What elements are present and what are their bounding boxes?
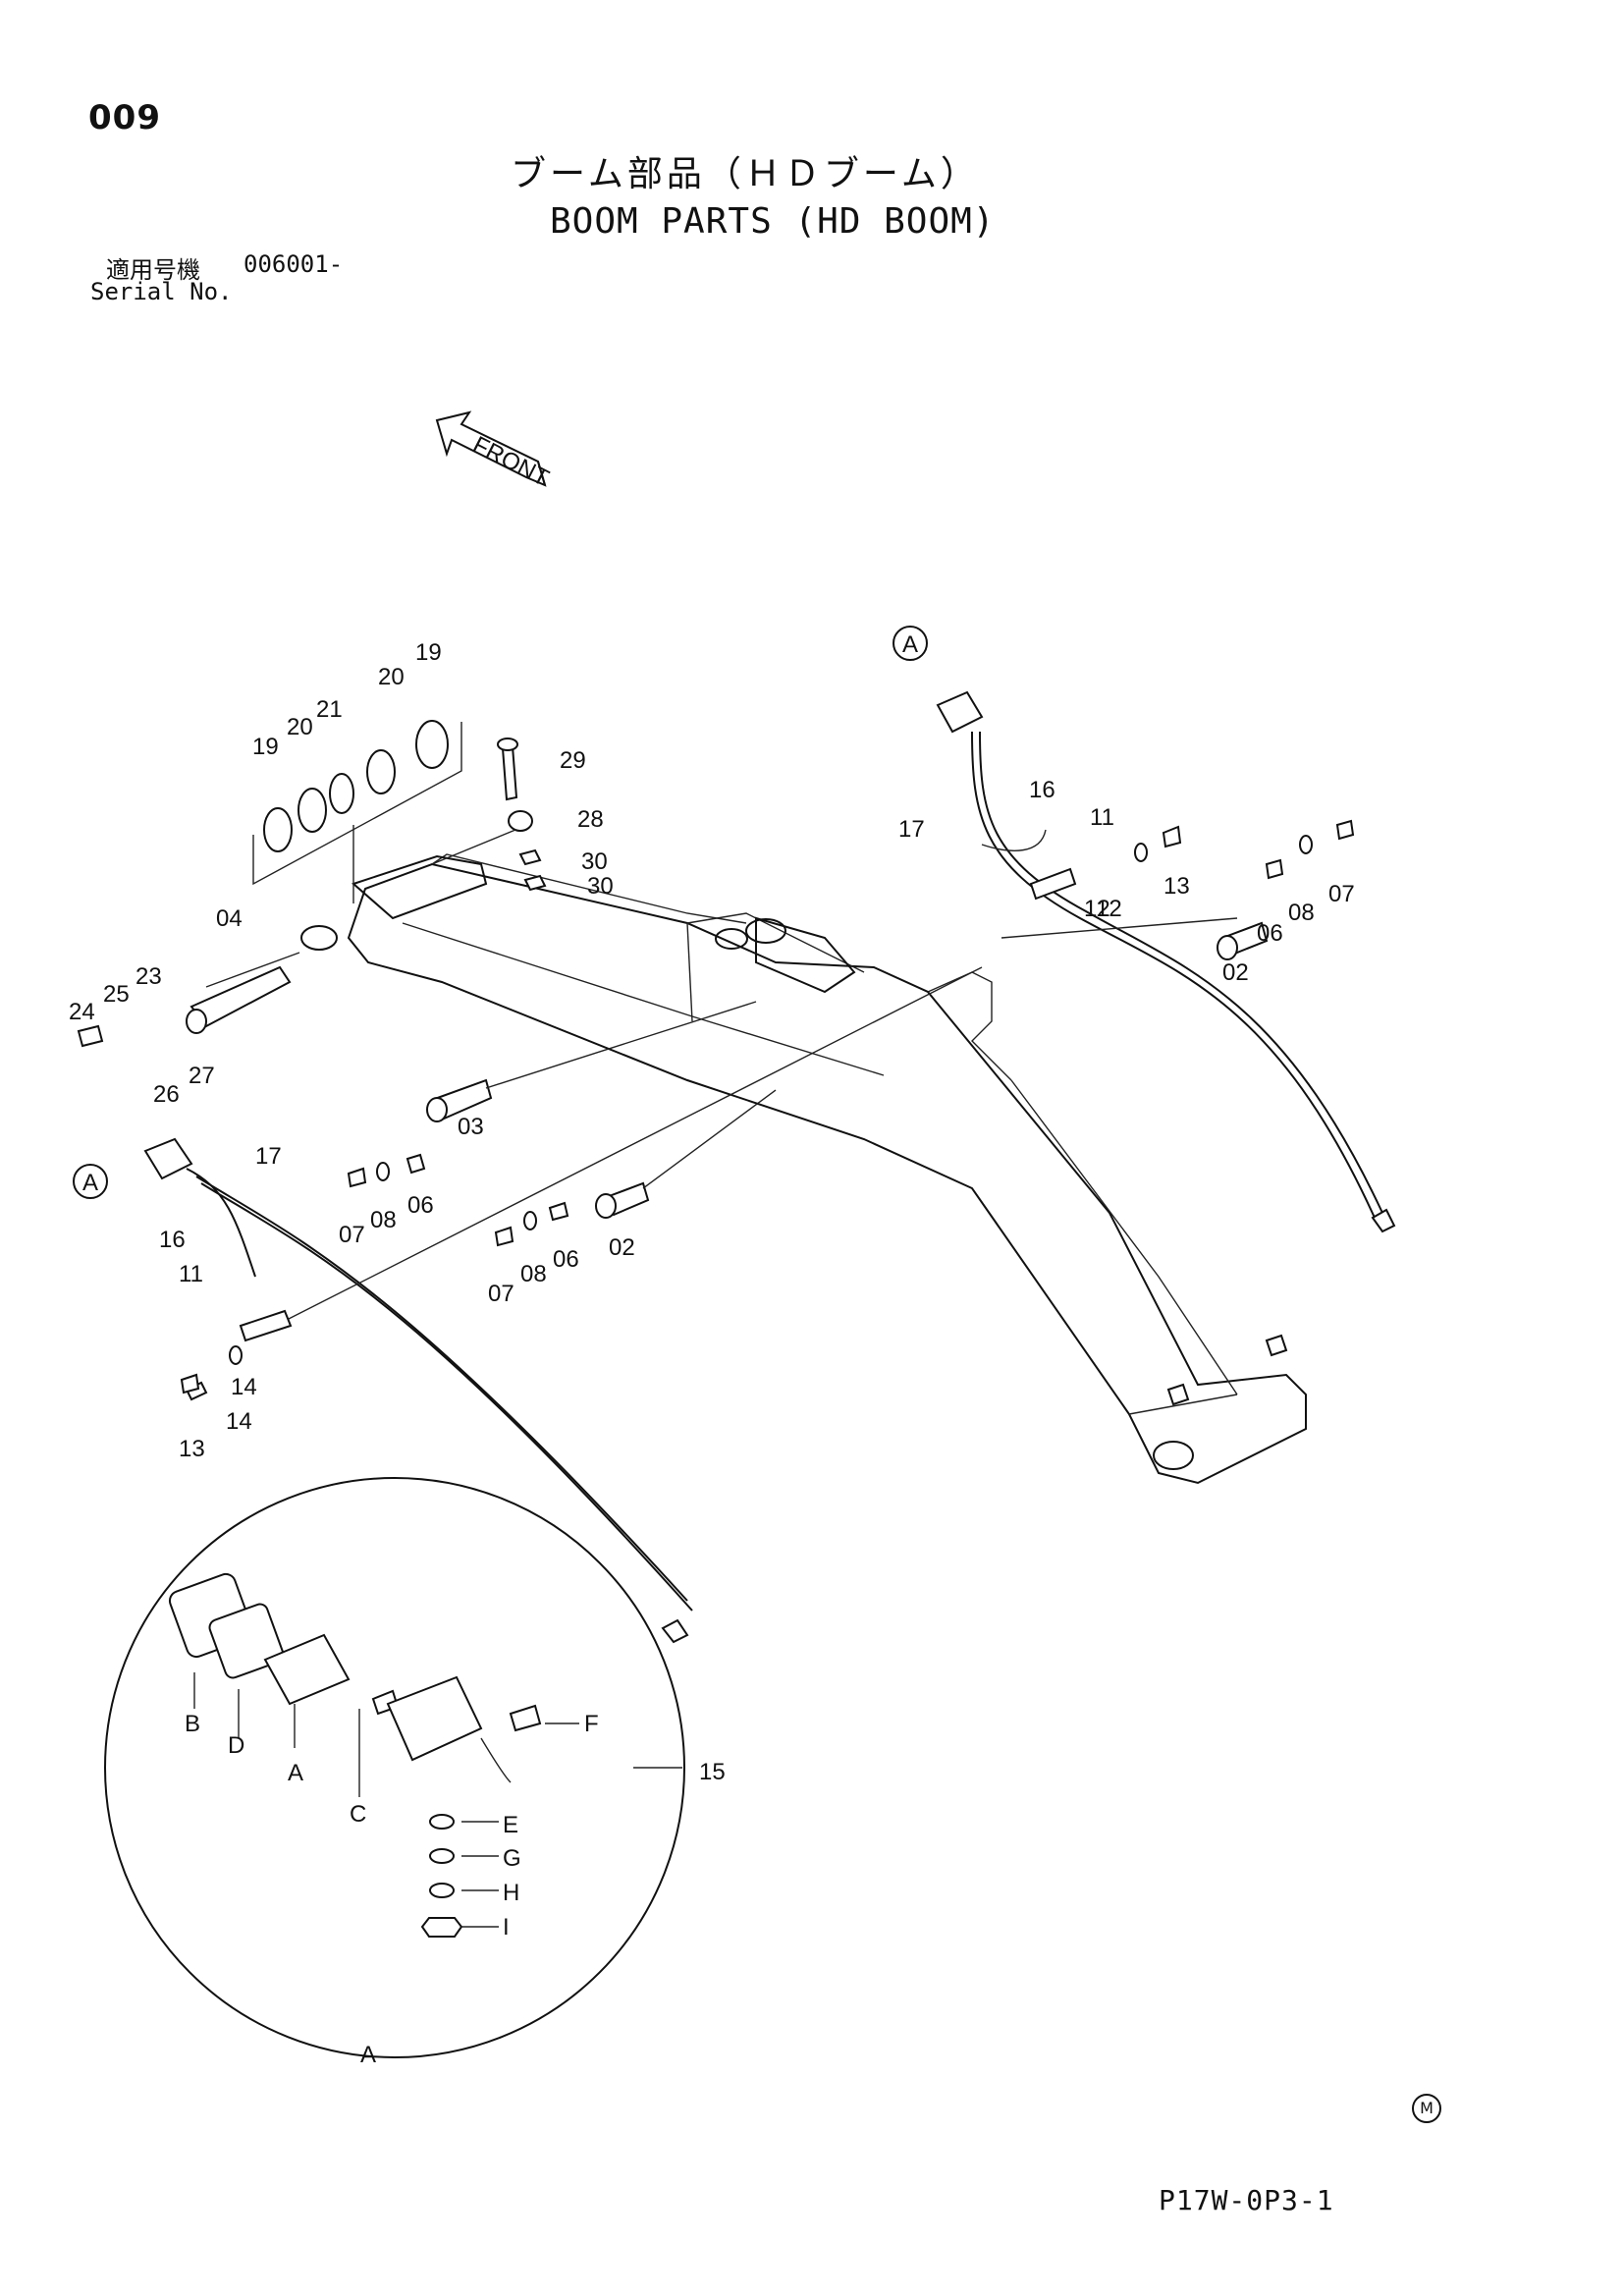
lamp-harness-right	[936, 690, 1396, 1233]
view-marker-labels: A A A	[82, 631, 918, 2068]
callout-label: 26	[153, 1081, 180, 1108]
detail-label-label: C	[350, 1801, 366, 1828]
lamp-harness-left	[143, 966, 983, 1644]
view-marker-circle	[73, 1164, 108, 1199]
callout-label: 20	[378, 664, 405, 690]
document-code: P17W-0P3-1	[1159, 2184, 1334, 2216]
callout-label: 17	[898, 816, 925, 843]
hardware-top	[431, 738, 547, 892]
callout-label: 14	[226, 1408, 252, 1435]
detail-label-label: D	[228, 1732, 244, 1759]
callout-label: 23	[135, 963, 162, 990]
callout-label: 12	[1096, 896, 1122, 922]
front-label: FRONT	[468, 431, 553, 492]
callout-label: 06	[1257, 920, 1283, 947]
callout-label: 13	[179, 1436, 205, 1462]
hardware-clusters	[77, 819, 1355, 1394]
washer-stack	[252, 720, 462, 903]
serial-label-jp: 適用号機	[106, 256, 200, 284]
marker-label: A	[902, 631, 918, 658]
callout-label: 29	[560, 747, 586, 774]
callout-label: 14	[231, 1374, 257, 1400]
callout-label: 03	[458, 1114, 484, 1140]
callout-label: 17	[255, 1143, 282, 1170]
callout-label: 08	[520, 1261, 547, 1287]
callout-label: 19	[415, 639, 442, 666]
callout-label: 02	[609, 1234, 635, 1261]
callout-label: 30	[581, 848, 608, 875]
detail-label-label: F	[584, 1711, 599, 1737]
callout-label: 24	[69, 999, 95, 1025]
page-title-en: BOOM PARTS (HD BOOM)	[550, 201, 996, 242]
callout-label: 27	[189, 1063, 215, 1089]
callout-label: 04	[216, 905, 243, 932]
callout-label: 19	[252, 734, 279, 760]
m-mark: M	[1412, 2094, 1441, 2123]
detail-label-label: G	[503, 1845, 521, 1872]
detail-label-label: H	[503, 1880, 519, 1906]
front-arrow-icon: FRONT	[435, 410, 553, 492]
callout-label: 20	[287, 714, 313, 740]
callout-label: 21	[316, 696, 343, 723]
callout-label: 16	[1029, 777, 1055, 803]
callout-label: 25	[103, 981, 130, 1008]
serial-value: 006001-	[243, 250, 344, 278]
serial-label-en: Serial No.	[90, 278, 233, 305]
detail-view-a	[104, 1477, 685, 2058]
marker-label: A	[82, 1170, 98, 1196]
callout-label: 16	[159, 1227, 186, 1253]
callout-label: 08	[370, 1207, 397, 1233]
callout-labels: 1920212019292830300423252426270317161114…	[69, 639, 1355, 1785]
callout-label: 06	[407, 1192, 434, 1219]
callout-label: 15	[699, 1759, 726, 1785]
pins	[186, 921, 1269, 1219]
callout-label: 13	[1163, 873, 1190, 900]
callout-label: 11	[1090, 804, 1114, 831]
callout-label: 02	[1222, 959, 1249, 986]
callout-label: 28	[577, 806, 604, 833]
callout-label: 30	[587, 873, 614, 900]
marker-label: A	[360, 2042, 376, 2068]
boom-body	[300, 853, 1307, 1485]
detail-label-label: A	[288, 1760, 303, 1786]
callout-label: 12	[1084, 896, 1110, 922]
callout-label: 11	[179, 1261, 203, 1287]
callout-label: 07	[339, 1222, 365, 1248]
detail-label-label: E	[503, 1812, 518, 1838]
page-title-jp: ブーム部品（ＨＤブーム）	[511, 154, 980, 194]
callout-label: 08	[1288, 900, 1315, 926]
page-code: 009	[88, 98, 161, 137]
detail-label-label: B	[185, 1711, 200, 1737]
callout-label: 06	[553, 1246, 579, 1273]
callout-label: 07	[488, 1281, 514, 1307]
detail-label-label: I	[503, 1914, 510, 1941]
view-marker-circle	[893, 626, 928, 661]
callout-label: 07	[1328, 881, 1355, 907]
